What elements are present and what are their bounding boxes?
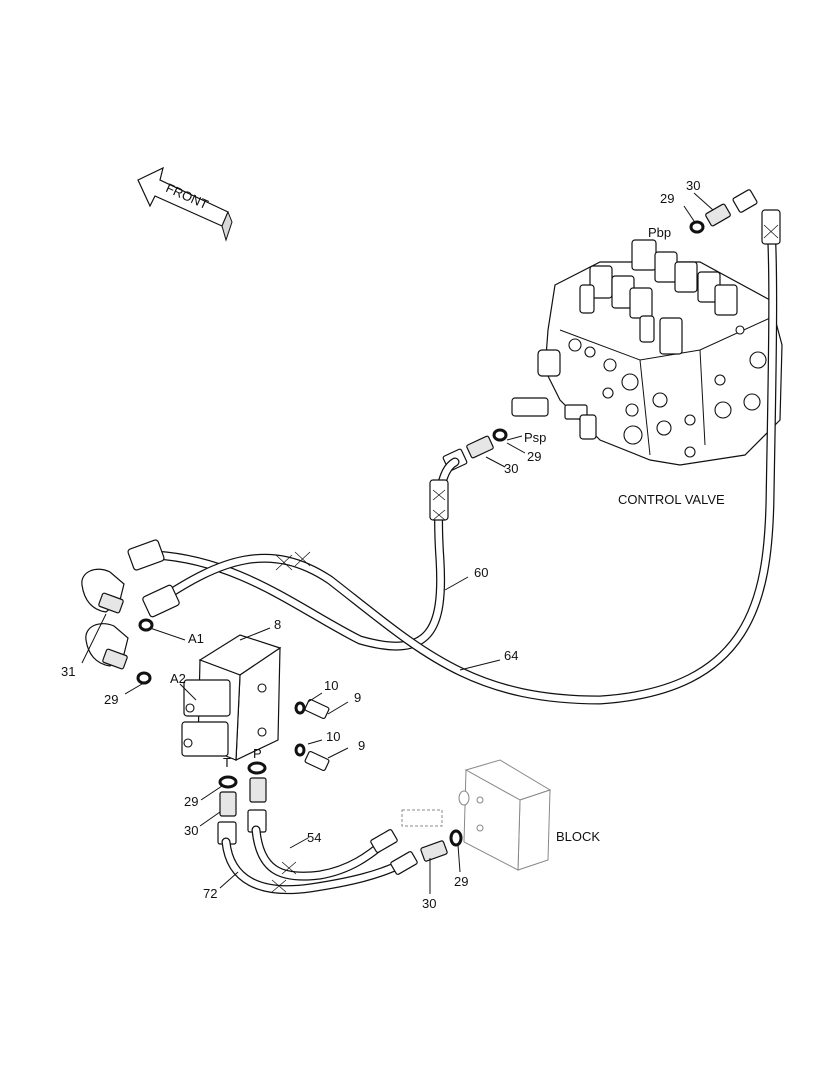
- o-ring-29-psp: [492, 428, 508, 442]
- callout-10-a: 10: [324, 678, 338, 693]
- block-ghost: [401, 759, 552, 871]
- port-p-label: P: [253, 746, 262, 761]
- front-arrow: FRONT: [137, 166, 233, 242]
- leader-lines: [81, 192, 714, 894]
- valve-ports: [568, 325, 767, 458]
- callout-30-block: 30: [422, 896, 436, 911]
- o-ring-29-block: [449, 829, 463, 847]
- callout-29-block: 29: [454, 874, 468, 889]
- callout-29-psp: 29: [527, 449, 541, 464]
- callout-30-tp: 30: [184, 823, 198, 838]
- callout-64: 64: [504, 648, 518, 663]
- bolts-and-washers: [294, 698, 330, 772]
- labels: CONTROL VALVE BLOCK Pbp Psp A1 A2 T P 30…: [61, 178, 725, 911]
- block-label: BLOCK: [556, 829, 600, 844]
- port-a2-label: A2: [170, 671, 186, 686]
- hose-braids-lower: [271, 861, 297, 893]
- o-ring-a1: [138, 618, 154, 632]
- callout-60: 60: [474, 565, 488, 580]
- spool-caps: [579, 239, 738, 355]
- o-ring-29-top: [689, 220, 705, 234]
- o-ring-29-left: [136, 671, 152, 685]
- callout-9-a: 9: [354, 690, 361, 705]
- hose-72: [221, 837, 418, 895]
- hose-60: [127, 457, 460, 651]
- hose-54: [251, 825, 398, 881]
- elbow-fittings-31: [81, 568, 129, 670]
- callout-30-top: 30: [686, 178, 700, 193]
- port-pbp-label: Pbp: [648, 225, 671, 240]
- callout-29-tp: 29: [184, 794, 198, 809]
- port-psp-label: Psp: [524, 430, 546, 445]
- control-valve-label: CONTROL VALVE: [618, 492, 725, 507]
- fitting-30-block: [420, 840, 448, 862]
- callout-54: 54: [307, 830, 321, 845]
- callout-29-top: 29: [660, 191, 674, 206]
- callout-29-left: 29: [104, 692, 118, 707]
- callout-31: 31: [61, 664, 75, 679]
- callout-8: 8: [274, 617, 281, 632]
- control-valve: [511, 239, 783, 466]
- valve-block-8: [181, 634, 282, 761]
- pbp-fittings: [689, 189, 758, 234]
- callout-9-b: 9: [358, 738, 365, 753]
- callout-30-psp: 30: [504, 461, 518, 476]
- t-p-fittings: [217, 761, 267, 845]
- port-a1-label: A1: [188, 631, 204, 646]
- callout-10-b: 10: [326, 729, 340, 744]
- port-t-label: T: [223, 755, 231, 770]
- hose-braids: [275, 224, 779, 571]
- callout-72: 72: [203, 886, 217, 901]
